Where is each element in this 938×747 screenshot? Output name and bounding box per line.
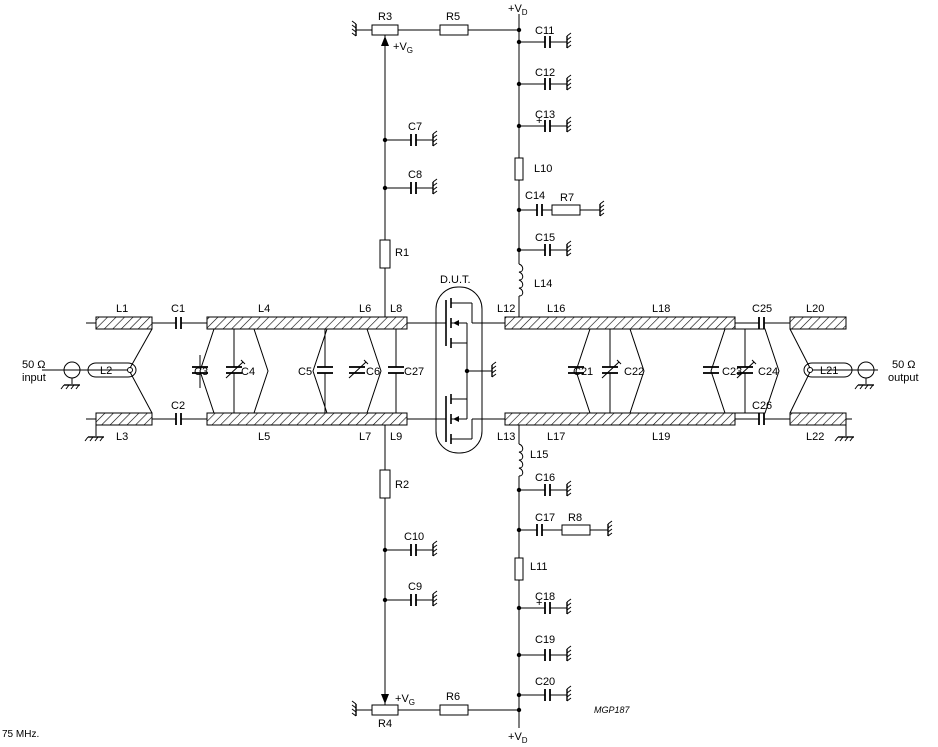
input-network: [42, 317, 440, 442]
output-impedance: 50 Ω: [892, 359, 916, 371]
label-l12: L12: [497, 303, 515, 315]
component-labels: L1 L2 L3 C1 C2 C3 C4 L4 L5 C5 C6 C27 L6 …: [100, 11, 838, 730]
label-c26: C26: [752, 400, 772, 412]
label-c22: C22: [624, 366, 644, 378]
label-c20: C20: [535, 676, 555, 688]
label-r6: R6: [446, 691, 460, 703]
label-c12: C12: [535, 67, 555, 79]
vg-top: +VG: [393, 41, 413, 55]
label-c5: C5: [298, 366, 312, 378]
label-l2: L2: [100, 365, 112, 377]
drain-supply-bottom: [514, 425, 613, 728]
gate-bias-top: [351, 20, 519, 317]
label-c11: C11: [535, 25, 554, 37]
drain-supply-top: [514, 14, 605, 317]
label-r3: R3: [378, 11, 392, 23]
input-label: input: [22, 372, 46, 384]
label-l14: L14: [534, 278, 552, 290]
label-l8: L8: [390, 303, 402, 315]
label-r4: R4: [378, 718, 392, 730]
label-l7: L7: [359, 431, 371, 443]
label-r7: R7: [560, 192, 574, 204]
c13-polarity: +: [536, 115, 542, 127]
vd-top: +VD: [508, 3, 528, 17]
output-label: output: [888, 372, 919, 384]
label-c16: C16: [535, 472, 555, 484]
label-l6: L6: [359, 303, 371, 315]
label-l22: L22: [806, 431, 824, 443]
label-r8: R8: [568, 512, 582, 524]
label-r2: R2: [395, 479, 409, 491]
label-c25: C25: [752, 303, 772, 315]
label-r5: R5: [446, 11, 460, 23]
label-c1: C1: [171, 303, 185, 315]
label-l9: L9: [390, 431, 402, 443]
vg-bottom: +VG: [395, 693, 415, 707]
label-c13: C13: [535, 109, 555, 121]
vd-bottom: +VD: [508, 731, 528, 745]
label-c9: C9: [408, 581, 422, 593]
label-l17: L17: [547, 431, 565, 443]
label-c15: C15: [535, 232, 555, 244]
label-c7: C7: [408, 121, 422, 133]
label-c17: C17: [535, 512, 555, 524]
figure-code: MGP187: [594, 705, 631, 715]
label-c10: C10: [404, 531, 424, 543]
label-c8: C8: [408, 169, 422, 181]
label-c18: C18: [535, 591, 555, 603]
label-c2: C2: [171, 400, 185, 412]
label-c4: C4: [241, 366, 255, 378]
input-impedance: 50 Ω: [22, 359, 46, 371]
label-c14: C14: [525, 190, 545, 202]
label-l16: L16: [547, 303, 565, 315]
label-l5: L5: [258, 431, 270, 443]
gate-bias-bottom: [351, 425, 519, 717]
label-l19: L19: [652, 431, 670, 443]
label-l20: L20: [806, 303, 824, 315]
label-c23: C23: [722, 366, 742, 378]
label-l15: L15: [530, 449, 548, 461]
c18-polarity: +: [536, 597, 542, 609]
label-l4: L4: [258, 303, 270, 315]
label-c3: C3: [194, 366, 208, 378]
label-dut: D.U.T.: [440, 274, 471, 286]
label-l1: L1: [116, 303, 128, 315]
output-network: [568, 317, 878, 442]
label-l18: L18: [652, 303, 670, 315]
label-l10: L10: [534, 163, 552, 175]
label-c6: C6: [366, 366, 380, 378]
label-c21: C21: [573, 366, 593, 378]
label-l21: L21: [820, 365, 838, 377]
label-c19: C19: [535, 634, 555, 646]
label-l13: L13: [497, 431, 515, 443]
supply-labels: +VD +VG +VG +VD + +: [393, 3, 542, 745]
label-r1: R1: [395, 247, 409, 259]
label-c24: C24: [758, 366, 778, 378]
label-c27: C27: [404, 366, 424, 378]
label-l11: L11: [530, 561, 548, 573]
caption: 75 MHz.: [2, 729, 40, 740]
label-l3: L3: [116, 431, 128, 443]
dut-transistor: [435, 286, 505, 454]
port-labels: 50 Ω input 50 Ω output: [22, 359, 919, 384]
